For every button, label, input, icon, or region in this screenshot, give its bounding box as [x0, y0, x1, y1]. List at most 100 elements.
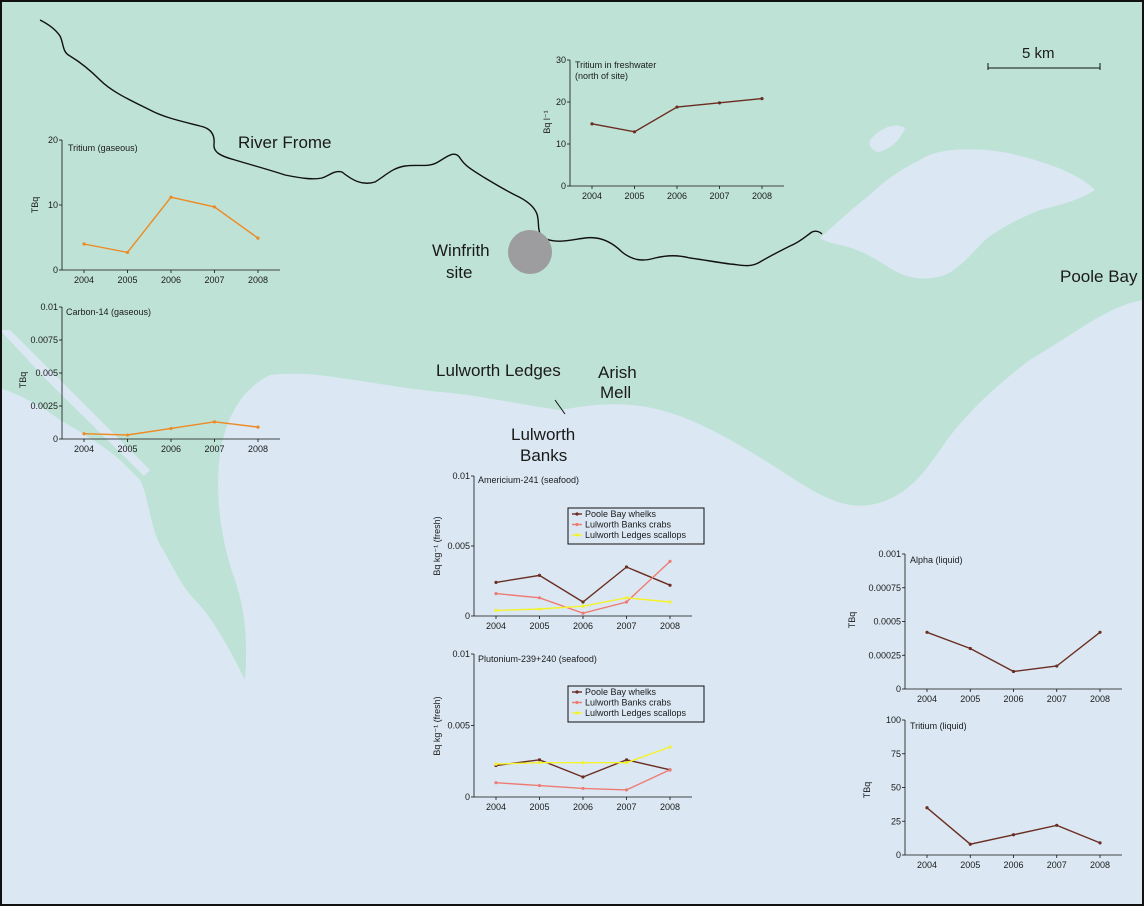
y-tick-label: 0.005	[447, 541, 470, 551]
chart-title: Americium-241 (seafood)	[478, 475, 579, 485]
lulworth-banks-label-line1: Lulworth	[511, 425, 575, 444]
data-point	[668, 559, 672, 564]
x-tick-label: 2008	[248, 444, 268, 454]
data-point	[624, 788, 629, 792]
x-tick-label: 2006	[573, 621, 593, 631]
x-tick-label: 2008	[1090, 860, 1110, 870]
legend-label: Lulworth Ledges scallops	[585, 530, 687, 540]
y-tick-label: 0.01	[452, 471, 470, 481]
data-point	[668, 583, 672, 587]
data-point	[624, 761, 629, 765]
legend-marker	[575, 690, 579, 694]
data-point	[581, 600, 585, 604]
poole-bay-label: Poole Bay	[1060, 267, 1138, 286]
data-point	[717, 101, 722, 105]
legend-label: Lulworth Banks crabs	[585, 520, 672, 530]
legend-marker	[575, 700, 579, 705]
data-point	[925, 630, 929, 634]
legend-label: Lulworth Ledges scallops	[585, 708, 687, 718]
y-tick-label: 0.001	[878, 549, 901, 559]
data-point	[537, 783, 542, 788]
x-tick-label: 2005	[960, 694, 980, 704]
chart-subtitle: (north of site)	[575, 71, 628, 81]
x-tick-label: 2005	[117, 444, 137, 454]
y-axis-label: Bq kg⁻¹ (fresh)	[432, 696, 442, 755]
y-tick-label: 0	[465, 792, 470, 802]
y-tick-label: 50	[891, 783, 901, 793]
data-point	[169, 426, 173, 431]
x-tick-label: 2004	[582, 191, 602, 201]
y-tick-label: 0.0075	[30, 335, 58, 345]
data-point	[537, 758, 542, 762]
data-point	[256, 425, 260, 429]
harbour-channel	[930, 170, 1035, 195]
data-point	[925, 806, 929, 810]
y-tick-label: 0.0005	[873, 617, 901, 627]
x-tick-label: 2005	[529, 802, 549, 812]
data-point	[1011, 669, 1016, 674]
x-tick-label: 2004	[486, 802, 506, 812]
winfrith-label-line1: Winfrith	[432, 241, 490, 260]
y-tick-label: 10	[556, 139, 566, 149]
x-tick-label: 2007	[204, 275, 224, 285]
x-tick-label: 2004	[917, 694, 937, 704]
x-tick-label: 2007	[616, 802, 636, 812]
legend-label: Lulworth Banks crabs	[585, 698, 672, 708]
y-tick-label: 10	[48, 200, 58, 210]
y-axis-label: TBq	[30, 197, 40, 214]
x-tick-label: 2007	[1047, 694, 1067, 704]
data-point	[537, 573, 542, 578]
data-point	[1098, 630, 1102, 634]
y-tick-label: 0.0025	[30, 401, 58, 411]
data-point	[668, 745, 672, 749]
data-point	[537, 596, 542, 600]
scale-bar: 5 km	[987, 45, 1101, 70]
data-point	[82, 432, 86, 436]
legend-label: Poole Bay whelks	[585, 509, 657, 519]
y-tick-label: 0	[53, 434, 58, 444]
x-tick-label: 2005	[117, 275, 137, 285]
data-point	[581, 611, 585, 615]
lulworth-ledges-label: Lulworth Ledges	[436, 361, 561, 380]
chart-title: Tritium (liquid)	[910, 721, 967, 731]
chart-title: Tritium (gaseous)	[68, 143, 138, 153]
y-axis-label: TBq	[847, 612, 857, 629]
y-tick-label: 75	[891, 749, 901, 759]
data-point	[632, 130, 637, 134]
data-point	[675, 105, 679, 109]
data-point	[968, 646, 972, 651]
data-point	[581, 761, 585, 765]
river-frome-label: River Frome	[238, 133, 332, 152]
y-tick-label: 0	[896, 850, 901, 860]
arish-label-line2: Mell	[600, 383, 631, 402]
y-axis-label: Bq l⁻¹	[542, 110, 552, 133]
data-point	[494, 608, 498, 613]
data-point	[212, 420, 217, 424]
y-tick-label: 0	[896, 684, 901, 694]
data-point	[537, 607, 542, 611]
x-tick-label: 2006	[1003, 860, 1023, 870]
y-tick-label: 0.005	[35, 368, 58, 378]
y-axis-label: TBq	[18, 372, 28, 389]
x-tick-label: 2007	[204, 444, 224, 454]
data-point	[256, 236, 260, 240]
y-tick-label: 0.01	[452, 649, 470, 659]
ledges-pointer-line	[554, 399, 566, 415]
x-tick-label: 2008	[1090, 694, 1110, 704]
legend-box	[567, 507, 705, 545]
y-tick-label: 0.00025	[868, 650, 901, 660]
data-point	[82, 242, 86, 246]
data-point	[212, 205, 217, 209]
chart-title: Alpha (liquid)	[910, 555, 963, 565]
y-tick-label: 25	[891, 816, 901, 826]
data-point	[590, 122, 594, 126]
